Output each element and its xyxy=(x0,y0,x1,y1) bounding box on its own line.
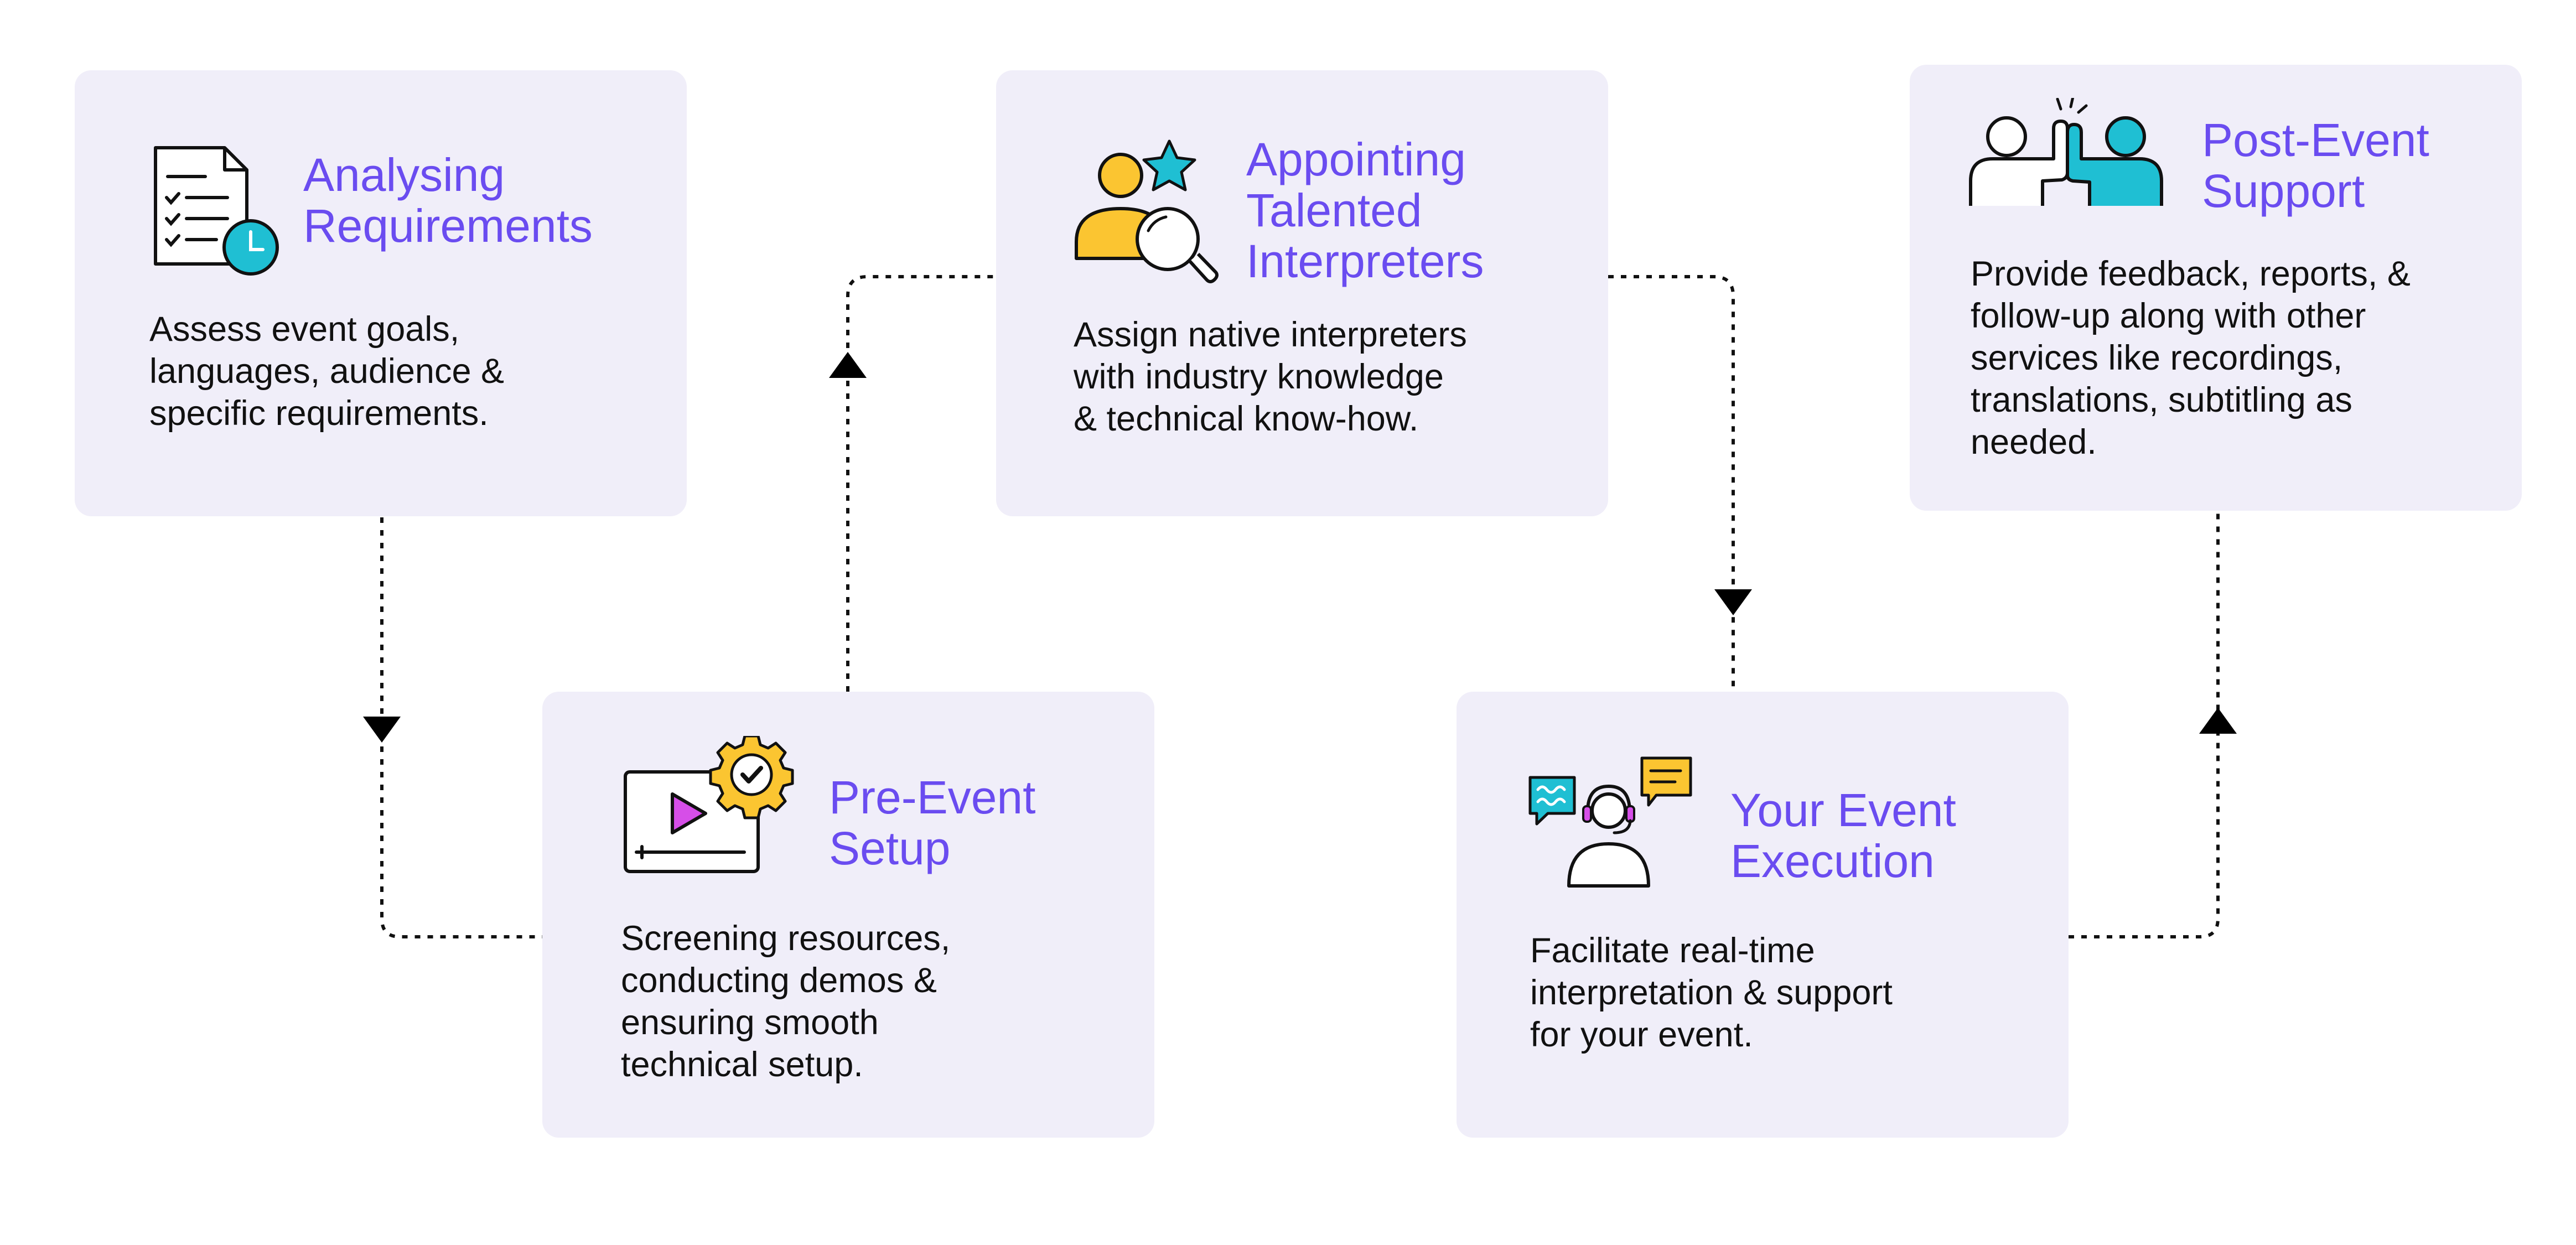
step-title: Appointing Talented Interpreters xyxy=(1246,133,1484,287)
step-description: Provide feedback, reports, & follow-up a… xyxy=(1971,255,2411,461)
person-star-magnifier-icon xyxy=(1071,137,1231,292)
step-title: Analysing Requirements xyxy=(303,149,593,252)
video-player-gear-icon xyxy=(620,734,794,891)
connector-4-to-5 xyxy=(2069,513,2220,938)
arrow-down-3 xyxy=(1714,589,1752,615)
step-title: Pre-Event Setup xyxy=(829,771,1036,874)
step-card-pre-event-setup: Pre-Event Setup Screening resources, con… xyxy=(542,692,1154,1138)
connector-1-to-2 xyxy=(380,517,542,938)
step-card-appointing-interpreters: Appointing Talented Interpreters Assign … xyxy=(996,70,1608,516)
document-checklist-clock-icon xyxy=(144,137,305,292)
arrow-up-4 xyxy=(2199,708,2237,734)
step-description: Screening resources, conducting demos & … xyxy=(621,919,951,1084)
connector-3-to-4 xyxy=(1608,275,1735,692)
arrow-down-1 xyxy=(363,717,401,743)
high-five-icon xyxy=(1968,95,2167,253)
headset-agent-chat-icon xyxy=(1526,755,1692,910)
step-description: Assess event goals, languages, audience … xyxy=(149,310,505,433)
step-card-analysing-requirements: Analysing Requirements Assess event goal… xyxy=(75,70,687,516)
step-card-post-event-support: Post-Event Support Provide feedback, rep… xyxy=(1910,65,2522,511)
step-card-event-execution: Your Event Execution Facilitate real-tim… xyxy=(1457,692,2069,1138)
step-description: Facilitate real-time interpretation & su… xyxy=(1530,931,1893,1054)
arrow-up-2 xyxy=(829,352,867,378)
step-description: Assign native interpreters with industry… xyxy=(1074,315,1467,438)
step-title: Your Event Execution xyxy=(1730,784,1956,887)
step-title: Post-Event Support xyxy=(2202,114,2429,217)
connector-2-to-3 xyxy=(846,275,996,692)
